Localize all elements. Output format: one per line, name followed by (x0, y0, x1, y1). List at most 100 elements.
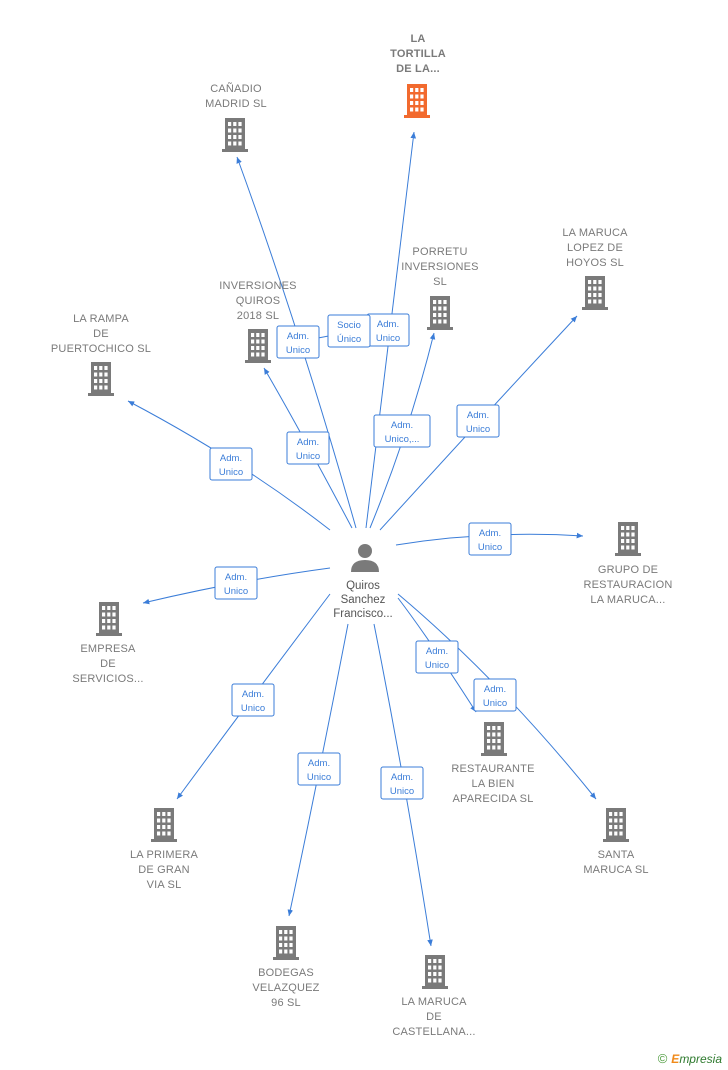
company-node-empresa[interactable]: EMPRESA DE SERVICIOS... (72, 602, 143, 685)
company-label: 2018 SL (237, 310, 279, 322)
company-label: SL (433, 276, 447, 288)
edge-label-text: Único (337, 334, 361, 345)
company-label: LA MARUCA... (590, 594, 665, 606)
building-icon (422, 955, 448, 989)
edge-label-box (473, 678, 517, 712)
edge-label-text: Unico (224, 586, 248, 597)
company-label: INVERSIONES (219, 280, 296, 292)
company-label: BODEGAS (258, 967, 314, 979)
edge-label-text: Unico (219, 467, 243, 478)
company-label: SANTA (598, 849, 635, 861)
person-node[interactable]: QuirosSanchezFrancisco... (333, 544, 393, 620)
edge-label-text: Adm. (287, 331, 309, 342)
edge-label-grupo[interactable]: Adm.Unico (468, 522, 512, 556)
company-label: 96 SL (271, 997, 301, 1009)
edge-label-box (456, 404, 500, 438)
building-icon (481, 722, 507, 756)
edge-label-text: Unico (425, 660, 449, 671)
edge-label-box (209, 447, 253, 481)
edge-label-text: Unico (241, 703, 265, 714)
edge-label-box (415, 640, 459, 674)
empresia-watermark: ©Empresia (658, 1051, 722, 1066)
company-label: RESTAURACION (584, 579, 673, 591)
building-icon (427, 296, 453, 330)
edge-label-la-primera[interactable]: Adm.Unico (231, 683, 275, 717)
company-node-grupo[interactable]: GRUPO DE RESTAURACION LA MARUCA... (584, 522, 673, 606)
edge-label-text: Adm. (220, 453, 242, 464)
company-label: SERVICIOS... (72, 673, 143, 685)
edge-label-text: Unico (376, 333, 400, 344)
company-node-la-rampa[interactable]: LA RAMPA DE PUERTOCHICO SL (51, 313, 151, 396)
building-icon (96, 602, 122, 636)
edge-label-text: Adm. (391, 772, 413, 783)
person-icon (351, 544, 379, 572)
edge-label-la-maruca-castellana[interactable]: Adm. Unico (380, 766, 424, 800)
company-label: DE (426, 1011, 442, 1023)
company-label: EMPRESA (80, 643, 136, 655)
edge-label-text: Unico (286, 345, 310, 356)
company-label: DE (93, 328, 109, 340)
person-label: Quiros (346, 580, 380, 592)
building-icon (222, 118, 248, 152)
edge-label-text: Adm. (308, 758, 330, 769)
edge-label-text: Adm. (484, 684, 506, 695)
edge-label-text: Adm. (467, 410, 489, 421)
edge-label-text: Unico (478, 542, 502, 553)
company-label: GRUPO DE (598, 564, 658, 576)
person-label: Francisco... (333, 608, 392, 620)
edge-label-text: Unico (390, 786, 414, 797)
company-label: HOYOS SL (566, 257, 624, 269)
building-icon (273, 926, 299, 960)
edge-label-text: Unico (466, 424, 490, 435)
edge-label-empresa[interactable]: Adm. Unico (214, 566, 258, 600)
edge-label-box (214, 566, 258, 600)
edge-label-text: Adm. (391, 420, 413, 431)
company-node-la-maruca-castellana[interactable]: LA MARUCADECASTELLANA... (392, 955, 475, 1038)
edge-label-text: Unico (296, 451, 320, 462)
company-label: DE (100, 658, 116, 670)
edge-label-text: Unico (483, 698, 507, 709)
edge-label-canadio[interactable]: Adm. Unico (276, 325, 320, 359)
edge-label-text: Adm. (225, 572, 247, 583)
company-label: LA MARUCA (401, 996, 467, 1008)
building-icon (582, 276, 608, 310)
company-label: MARUCA SL (583, 864, 648, 876)
edge-label-box (373, 414, 431, 448)
person-label: Sanchez (341, 594, 386, 606)
edge-label-restaurante[interactable]: Adm.Unico (415, 640, 459, 674)
edge-label-text: Unico (307, 772, 331, 783)
building-icon (615, 522, 641, 556)
edge-label-santa-maruca[interactable]: Adm. Unico (473, 678, 517, 712)
edge-label-text: Unico,... (385, 434, 420, 445)
edge-label-inversiones-quiros[interactable]: Adm.Unico (286, 431, 330, 465)
edge-label-bodegas[interactable]: Adm. Unico (297, 752, 341, 786)
edge-label-la-tortilla[interactable]: Adm.Unico (366, 313, 410, 347)
edge-label-text: Socio (337, 320, 361, 331)
edge-label-box (380, 766, 424, 800)
edge-label-box (286, 431, 330, 465)
watermark-brand-initial: E (671, 1052, 680, 1066)
company-label: MADRID SL (205, 98, 267, 110)
copyright-icon: © (657, 1051, 668, 1066)
building-icon (245, 329, 271, 363)
company-node-santa-maruca[interactable]: SANTA MARUCA SL (583, 808, 648, 876)
company-label: VIA SL (147, 879, 182, 891)
edge-label-la-maruca-lopez[interactable]: Adm. Unico (456, 404, 500, 438)
edge-label-porretu[interactable]: Adm. Unico,... (373, 414, 431, 448)
company-label: LA BIEN (472, 778, 515, 790)
company-label: INVERSIONES (401, 261, 478, 273)
company-label: PUERTOCHICO SL (51, 343, 151, 355)
watermark-brand-rest: mpresia (679, 1052, 722, 1066)
edge-label-la-rampa[interactable]: Adm. Unico (209, 447, 253, 481)
company-label: LA RAMPA (73, 313, 129, 325)
edge-label-box (276, 325, 320, 359)
